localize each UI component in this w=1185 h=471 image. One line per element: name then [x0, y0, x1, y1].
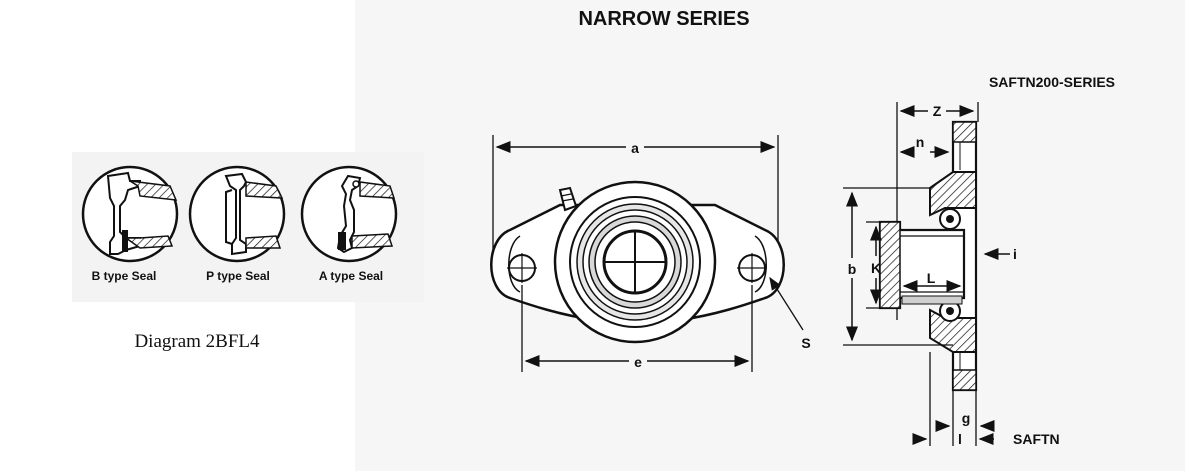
dim-label-z: Z: [933, 103, 942, 119]
seal-label-b: B type Seal: [92, 269, 157, 283]
bolt-hole-right: [737, 253, 767, 283]
housing-section-top: [929, 171, 977, 217]
dim-label-k: K: [871, 260, 881, 276]
diagram-caption: Diagram 2BFL4: [134, 331, 260, 352]
leader-line-s: [769, 276, 804, 331]
dim-label-n: n: [916, 134, 925, 150]
dim-label-l-inner: L: [927, 270, 936, 286]
seal-diagram-a: A type Seal: [300, 165, 398, 283]
bolt-hole-left: [507, 253, 537, 283]
grease-fitting: [558, 186, 578, 212]
side-view: Z n b K: [843, 102, 1060, 447]
dim-label-a: a: [631, 140, 639, 156]
seal-diagram-p: P type Seal: [188, 165, 286, 283]
series-label: SAFTN200-SERIES: [989, 74, 1115, 90]
dim-label-i: i: [1013, 246, 1017, 262]
model-label: SAFTN: [1013, 431, 1060, 447]
seal-label-p: P type Seal: [206, 269, 270, 283]
seal-diagram-b: B type Seal: [81, 165, 179, 283]
seal-label-a: A type Seal: [319, 269, 383, 283]
front-view: a: [490, 135, 811, 372]
dim-label-g: g: [962, 410, 971, 426]
page-title: NARROW SERIES: [578, 8, 749, 30]
dim-label-e: e: [634, 354, 642, 370]
dim-label-s: S: [801, 335, 810, 351]
dim-label-b: b: [848, 261, 857, 277]
dim-label-l-lower: l: [958, 431, 962, 447]
